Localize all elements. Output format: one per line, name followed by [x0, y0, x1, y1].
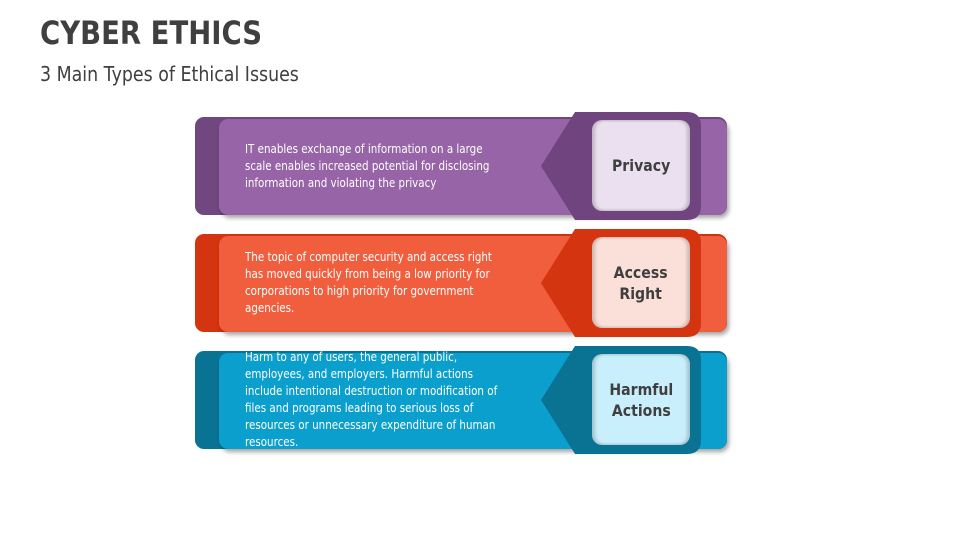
issue-label-box: Privacy	[592, 120, 690, 211]
issue-description-text: IT enables exchange of information on a …	[245, 141, 490, 190]
issue-description-text: The topic of computer security and acces…	[245, 250, 492, 315]
issue-row-privacy: IT enables exchange of information on a …	[195, 112, 727, 220]
issue-description: IT enables exchange of information on a …	[245, 117, 545, 215]
issue-row-harmful-actions: Harm to any of users, the general public…	[195, 346, 727, 454]
issue-label-box: Harmful Actions	[592, 354, 690, 445]
slide-subtitle: 3 Main Types of Ethical Issues	[40, 62, 299, 86]
issue-label-box: Access Right	[592, 237, 690, 328]
issue-description: The topic of computer security and acces…	[245, 234, 545, 332]
issue-label: Access Right	[614, 262, 668, 303]
issue-label: Harmful Actions	[609, 379, 673, 420]
issue-row-access-right: The topic of computer security and acces…	[195, 229, 727, 337]
issue-description-text: Harm to any of users, the general public…	[245, 350, 498, 449]
slide-title: CYBER ETHICS	[40, 14, 263, 52]
issue-description: Harm to any of users, the general public…	[245, 350, 545, 449]
issue-label: Privacy	[611, 156, 671, 175]
